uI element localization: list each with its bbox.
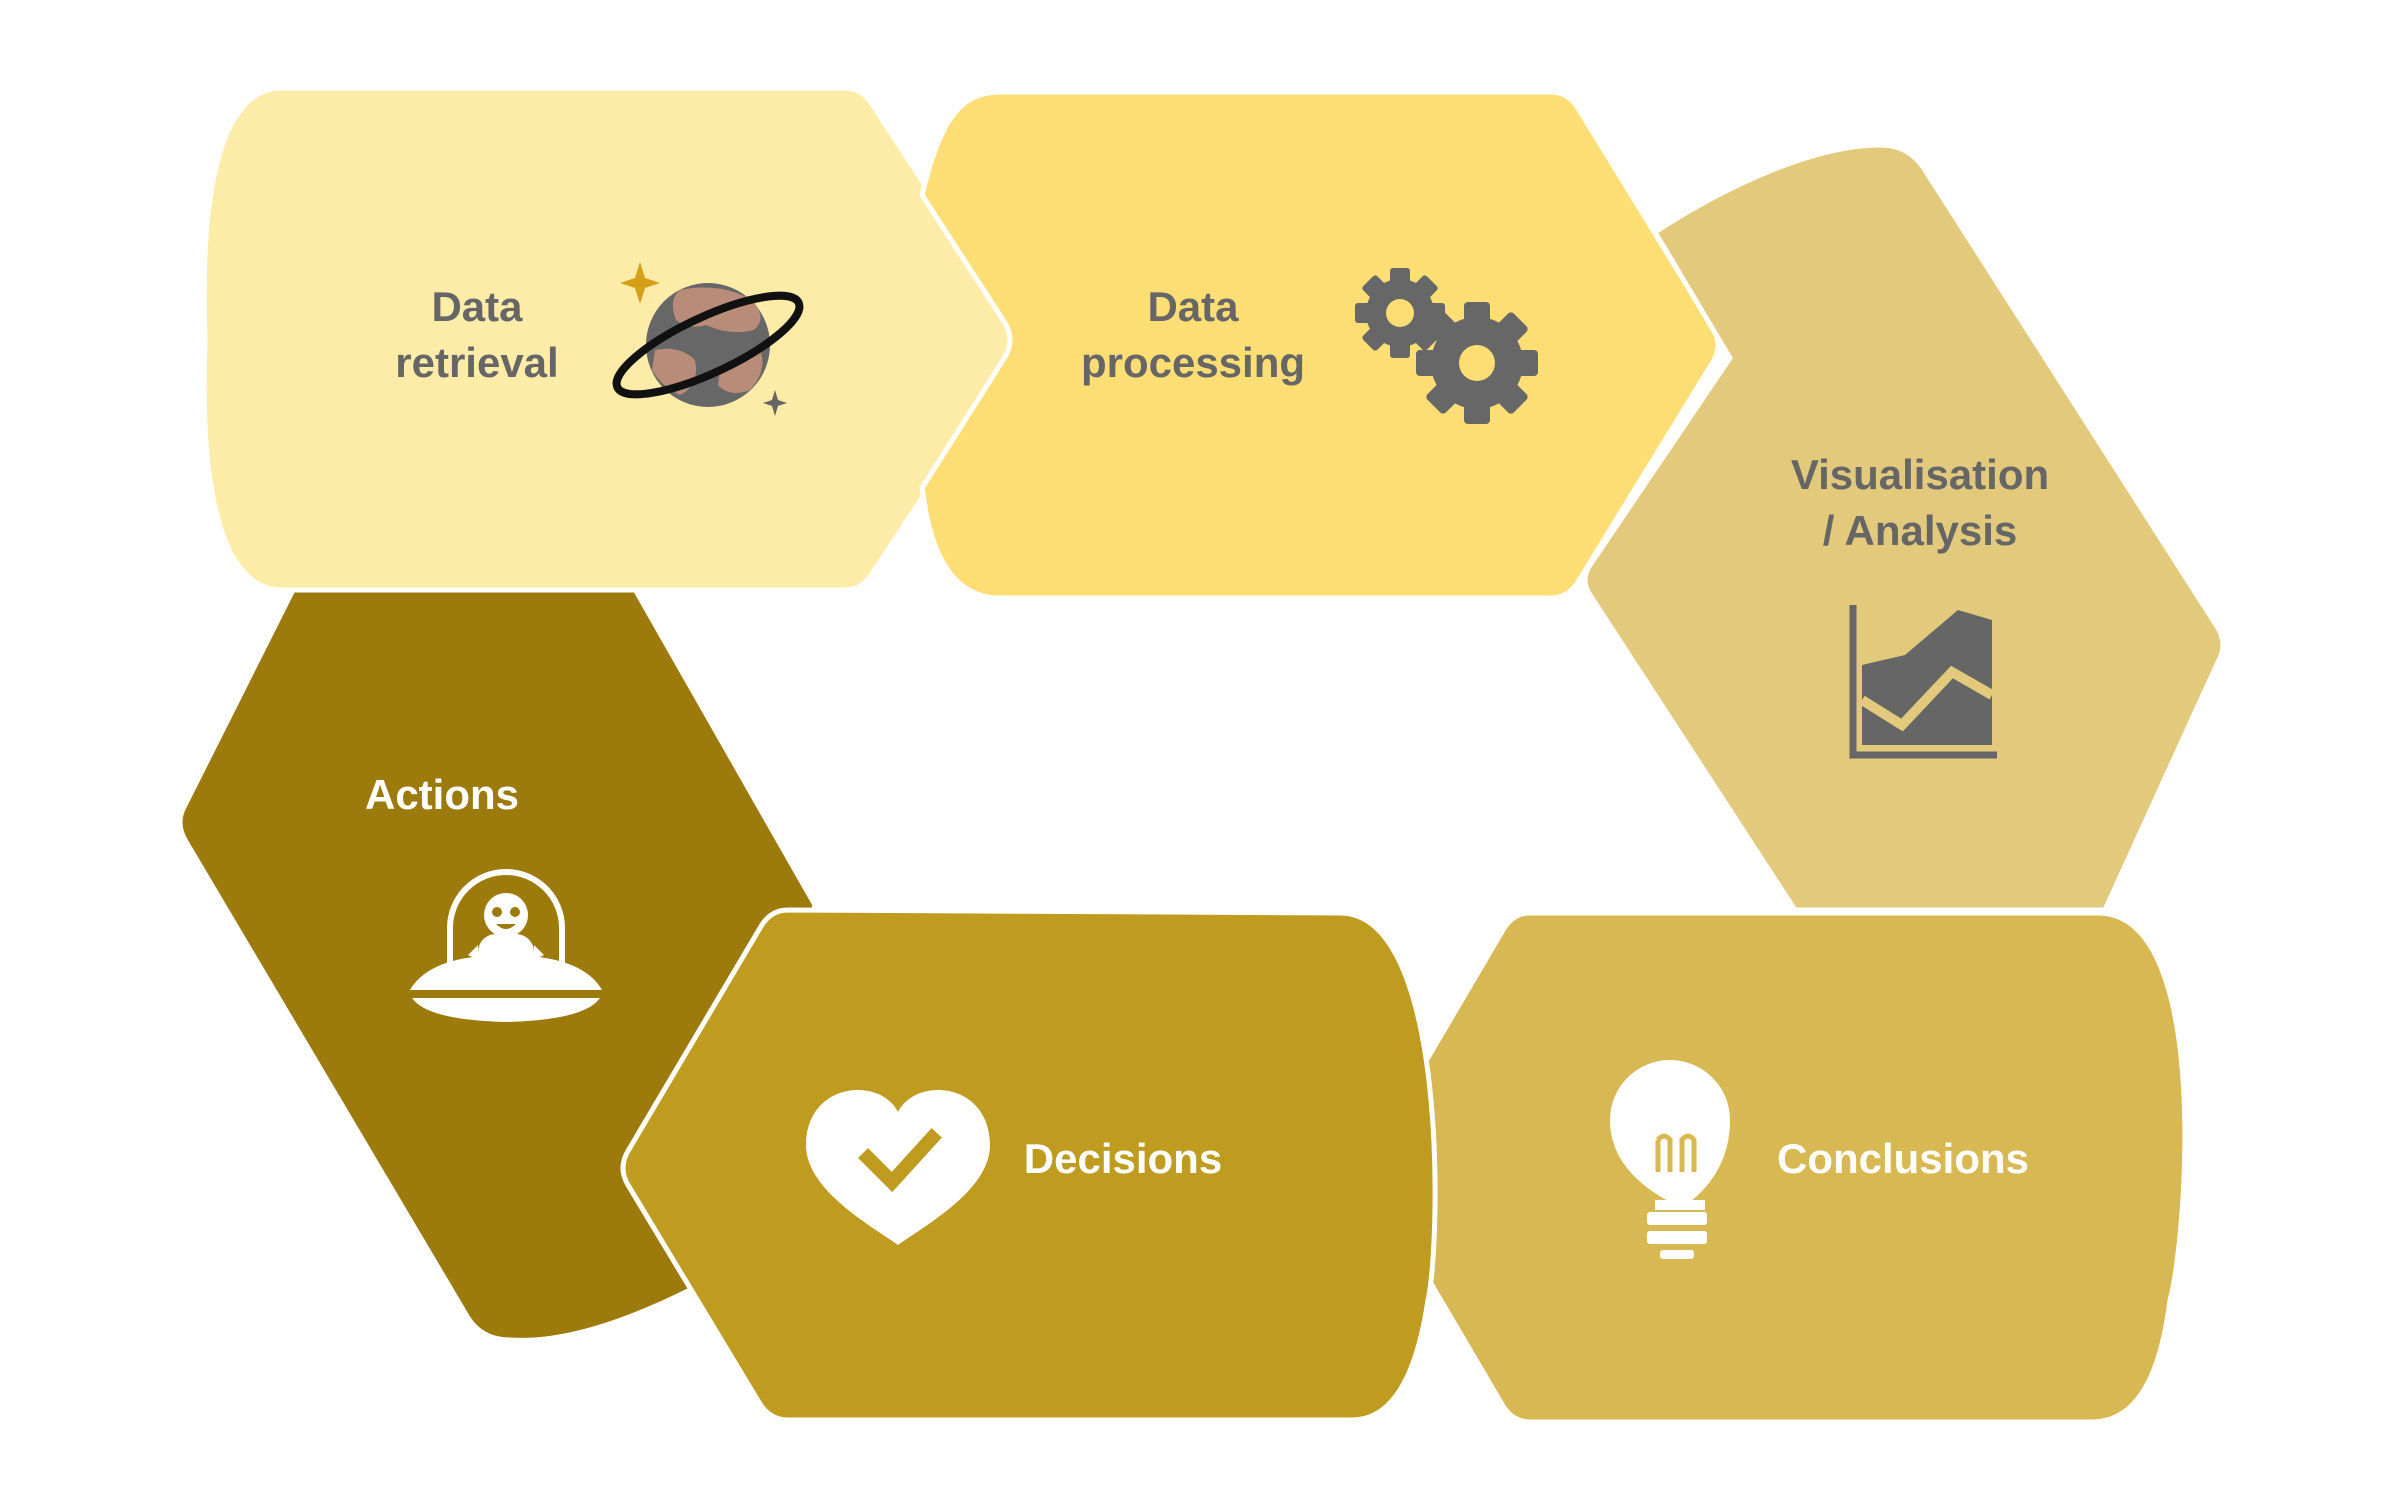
- step-decisions: Decisions: [620, 907, 1438, 1423]
- visualisation-shape: [1582, 142, 2226, 913]
- planet-icon: [612, 262, 804, 416]
- step-conclusions: Conclusions: [1365, 910, 2188, 1425]
- visualisation-label-line1: Visualisation: [1791, 451, 2049, 498]
- data-processing-label-line2: processing: [1081, 339, 1305, 386]
- decisions-shape: [620, 907, 1438, 1423]
- data-retrieval-label-line2: retrieval: [395, 339, 558, 386]
- data-processing-shape: [919, 89, 1721, 601]
- data-retrieval-shape: [201, 85, 1023, 593]
- ufo-alien-icon: [410, 869, 602, 1022]
- step-visualisation: Visualisation / Analysis: [1582, 142, 2226, 913]
- conclusions-label: Conclusions: [1777, 1135, 2029, 1182]
- gears-icon: [1355, 268, 1538, 424]
- heart-check-icon: [806, 1090, 990, 1245]
- step-data-processing: Data processing: [919, 89, 1721, 601]
- area-chart-icon: [1849, 605, 1997, 759]
- step-data-retrieval: Data retrieval: [201, 85, 1023, 593]
- lightbulb-icon: [1610, 1060, 1730, 1259]
- visualisation-label-line2: / Analysis: [1823, 507, 2018, 554]
- data-processing-label-line1: Data: [1147, 283, 1239, 330]
- actions-label: Actions: [365, 771, 519, 818]
- decisions-label: Decisions: [1024, 1135, 1222, 1182]
- data-retrieval-label-line1: Data: [431, 283, 523, 330]
